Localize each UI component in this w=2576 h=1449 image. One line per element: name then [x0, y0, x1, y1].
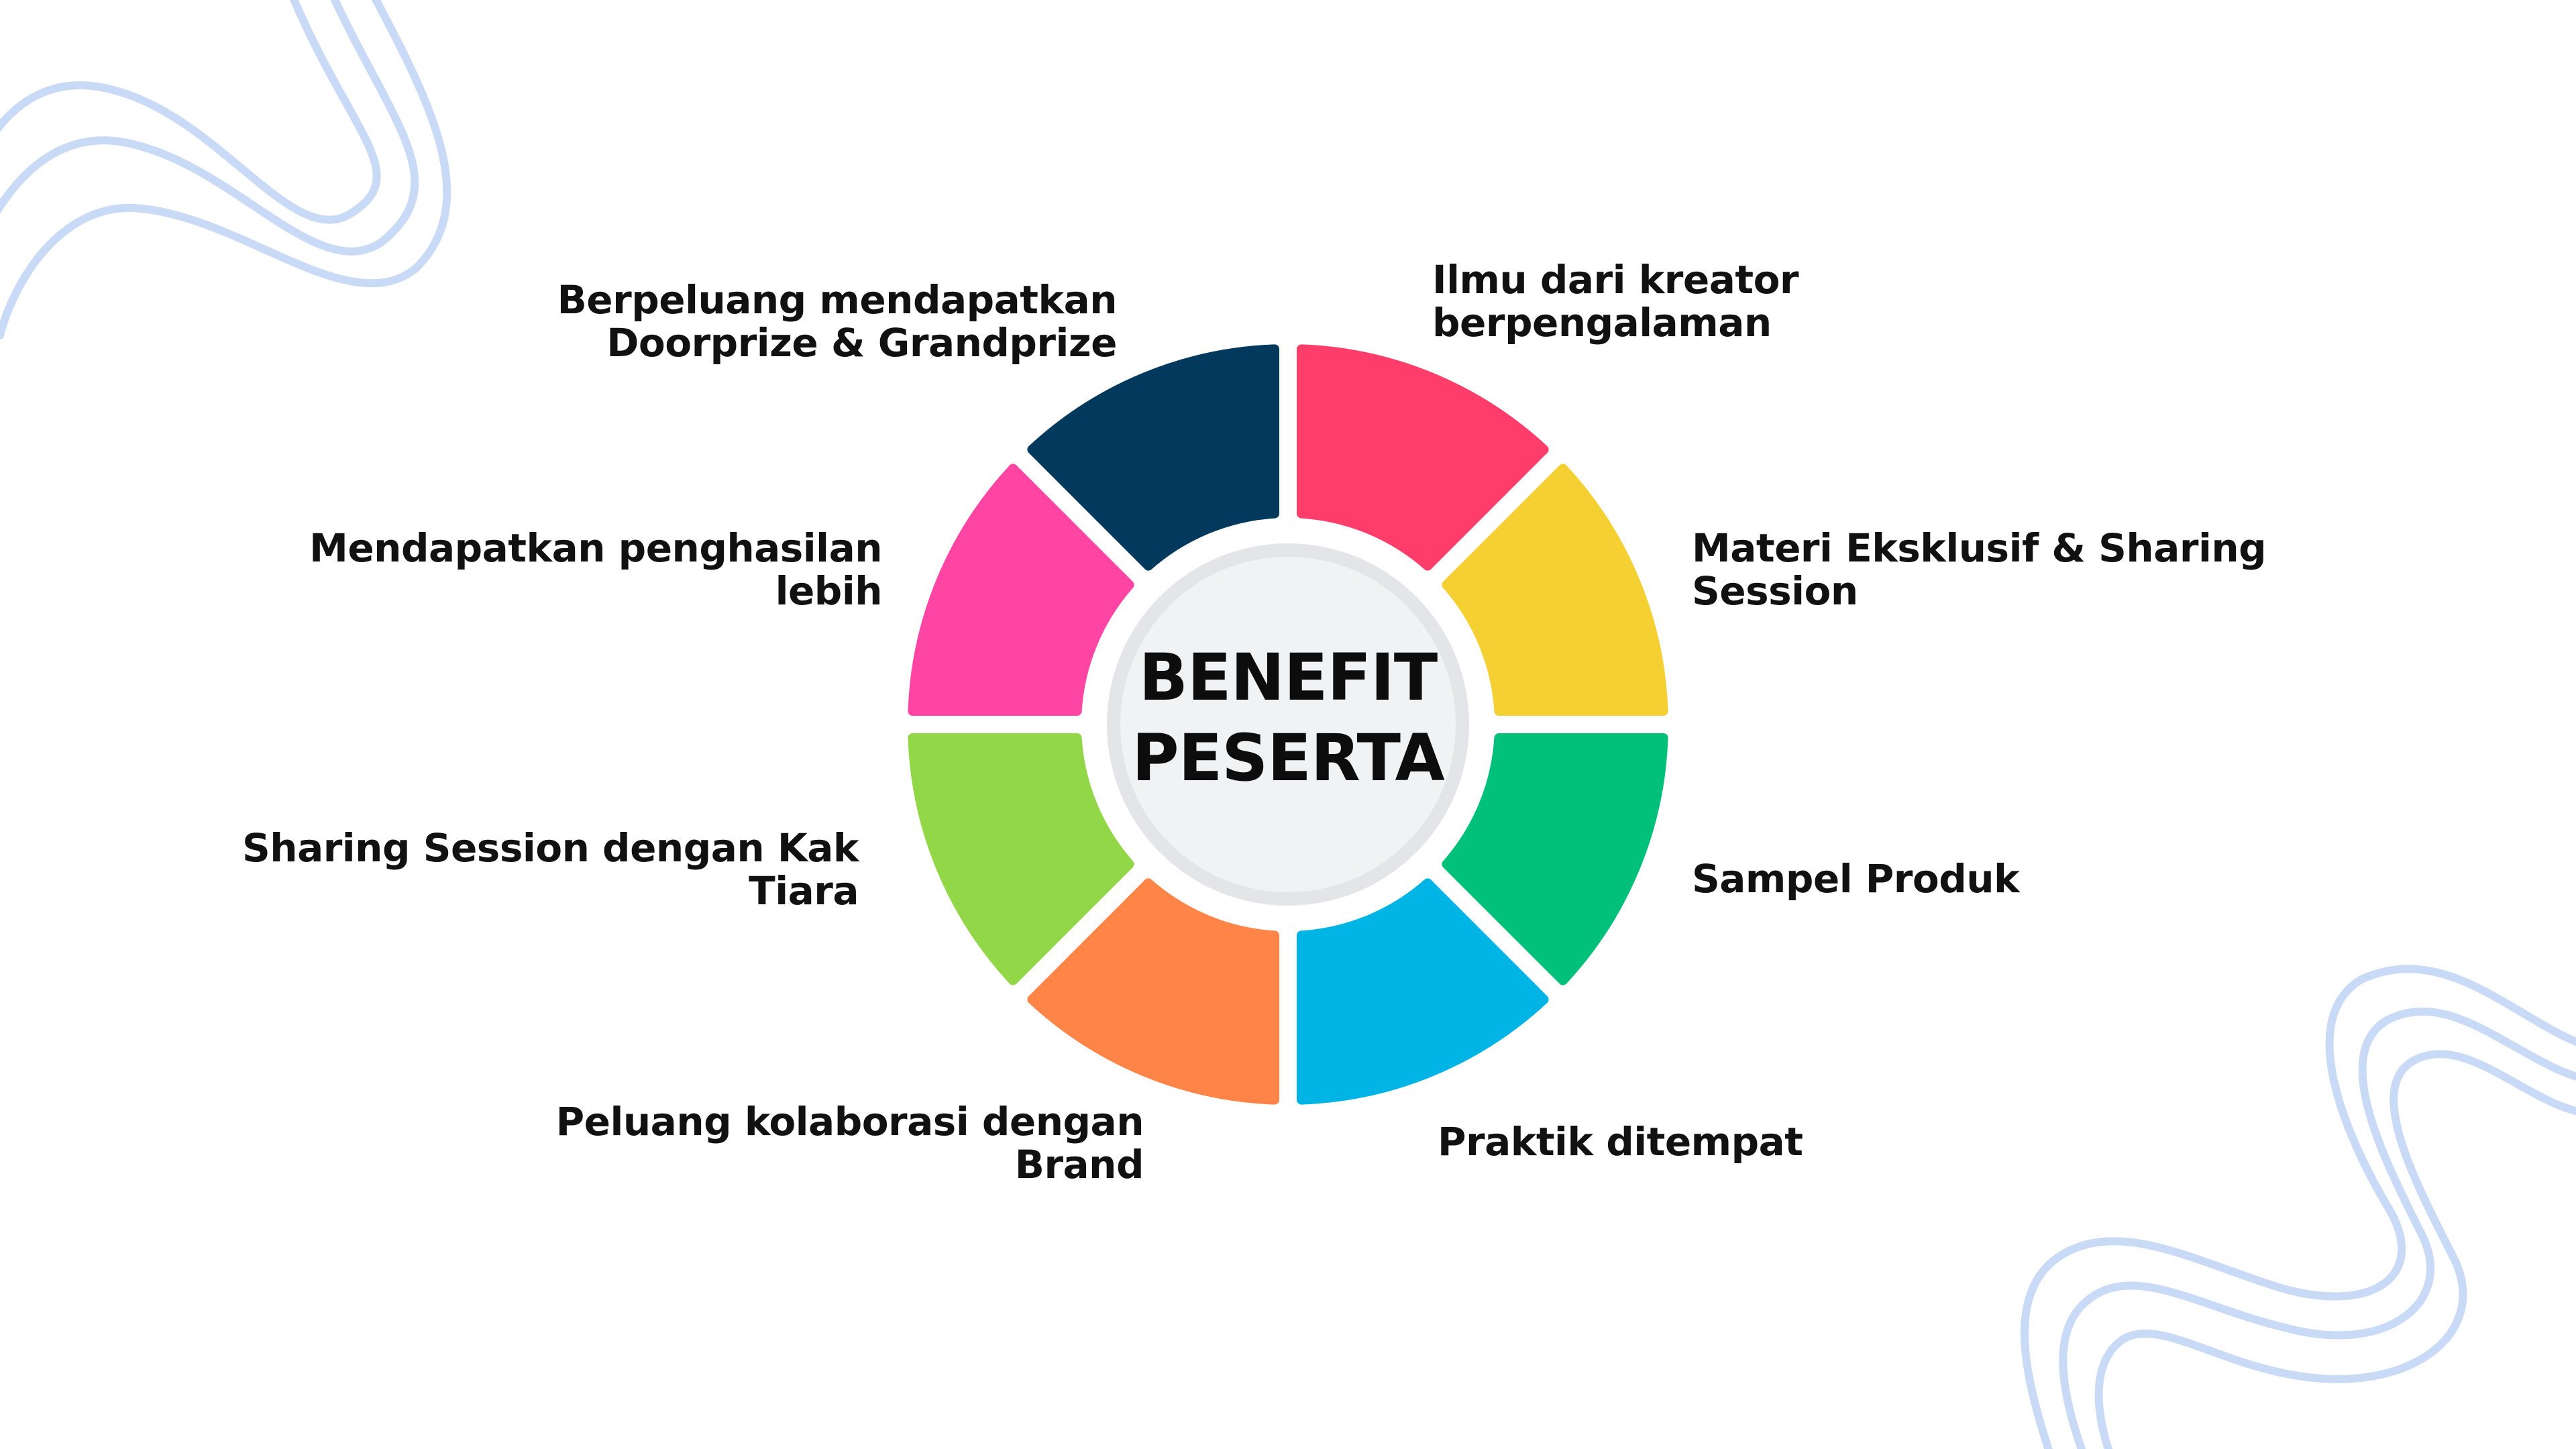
wheel-segment-2 [1442, 464, 1668, 716]
center-title: BENEFIT PESERTA [1087, 637, 1489, 812]
top-left-wave [0, 0, 451, 339]
wheel-segment-6 [908, 733, 1134, 985]
center-title-line-1: BENEFIT [1138, 640, 1438, 715]
wheel-segment-1 [1297, 344, 1549, 571]
benefit-label-1: Ilmu dari kreator berpengalaman [1432, 257, 1799, 345]
bottom-right-wave [2021, 965, 2576, 1449]
center-circle [1120, 557, 1456, 892]
wheel-segment-3 [1442, 733, 1668, 985]
benefit-label-6: Sharing Session dengan Kak Tiara [242, 825, 859, 914]
benefit-label-5: Peluang kolaborasi dengan Brand [555, 1099, 1144, 1187]
benefit-label-8: Berpeluang mendapatkan Doorprize & Grand… [557, 277, 1118, 366]
wheel-segment-4 [1297, 878, 1549, 1105]
benefit-label-7: Mendapatkan penghasilan lebih [309, 525, 882, 614]
benefit-label-3: Sampel Produk [1692, 856, 2020, 902]
benefit-label-4: Praktik ditempat [1438, 1119, 1803, 1165]
center-title-line-2: PESERTA [1132, 720, 1445, 796]
wheel-segment-8 [1027, 344, 1279, 571]
benefit-label-2: Materi Eksklusif & Sharing Session [1692, 525, 2267, 614]
wheel-segment-7 [908, 464, 1134, 716]
wheel-segment-5 [1027, 878, 1279, 1105]
